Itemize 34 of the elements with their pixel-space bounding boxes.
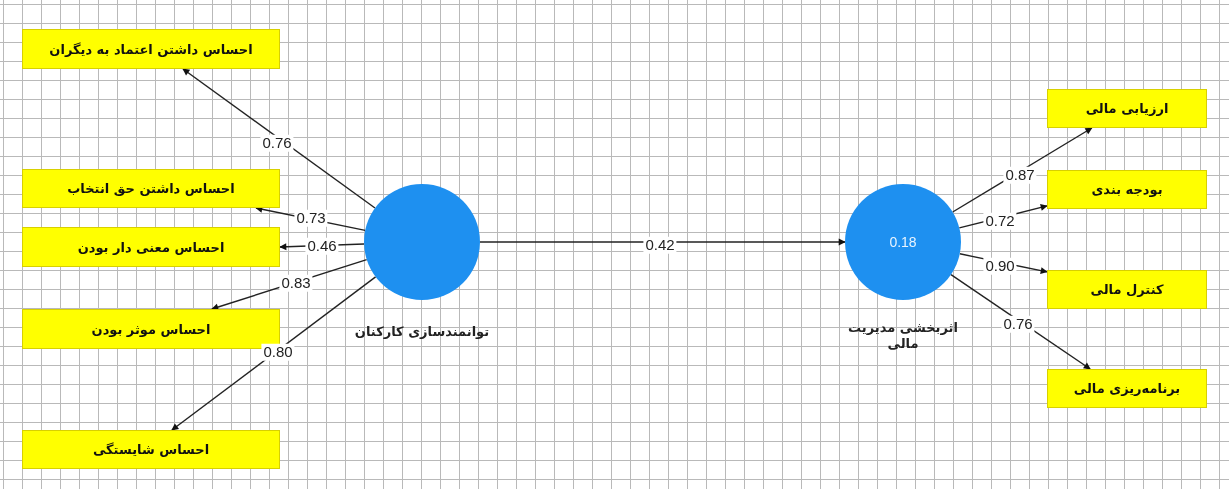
indicator-label: احساس معنی دار بودن bbox=[77, 239, 225, 255]
indicator-box bbox=[22, 309, 280, 349]
arrow bbox=[171, 276, 377, 431]
indicator-box bbox=[22, 169, 280, 208]
arrow bbox=[182, 68, 376, 209]
edge-label: 0.80 bbox=[261, 343, 295, 361]
edge-label: 0.90 bbox=[983, 257, 1017, 275]
indicator-label: برنامه‌ریزی مالی bbox=[1073, 381, 1181, 396]
indicator-label: احساس موثر بودن bbox=[91, 321, 211, 337]
indicator-label: بودجه بندی bbox=[1091, 182, 1163, 197]
edge-label: 0.42 bbox=[643, 236, 677, 254]
edge-label: 0.83 bbox=[279, 274, 313, 292]
edge-label: 0.76 bbox=[1001, 315, 1035, 333]
indicator-box bbox=[22, 227, 280, 267]
edge-label: 0.73 bbox=[294, 209, 328, 227]
indicator-box bbox=[1047, 170, 1207, 209]
indicator-label: ارزیابی مالی bbox=[1085, 101, 1169, 116]
indicator-label: احساس شایستگی bbox=[92, 442, 210, 457]
edge-label: 0.76 bbox=[260, 134, 294, 152]
indicator-label: احساس داشتن اعتماد به دیگران bbox=[49, 41, 253, 57]
indicator-label: کنترل مالی bbox=[1090, 282, 1164, 297]
edge-label: 0.87 bbox=[1003, 166, 1037, 184]
construct-label: اثربخشی مدیریت مالی bbox=[847, 320, 959, 352]
r-squared-value: 0.18 bbox=[889, 234, 917, 250]
indicator-box bbox=[22, 29, 280, 69]
arrow bbox=[479, 238, 846, 246]
indicator-label: احساس داشتن حق انتخاب bbox=[67, 181, 235, 196]
edge-label: 0.46 bbox=[305, 237, 339, 255]
indicator-box bbox=[22, 430, 280, 469]
edge-label: 0.72 bbox=[983, 212, 1017, 230]
indicator-box bbox=[1047, 369, 1207, 408]
indicator-box bbox=[1047, 89, 1207, 128]
construct-label: توانمندسازی کارکنان bbox=[354, 324, 490, 340]
indicator-box bbox=[1047, 270, 1207, 309]
